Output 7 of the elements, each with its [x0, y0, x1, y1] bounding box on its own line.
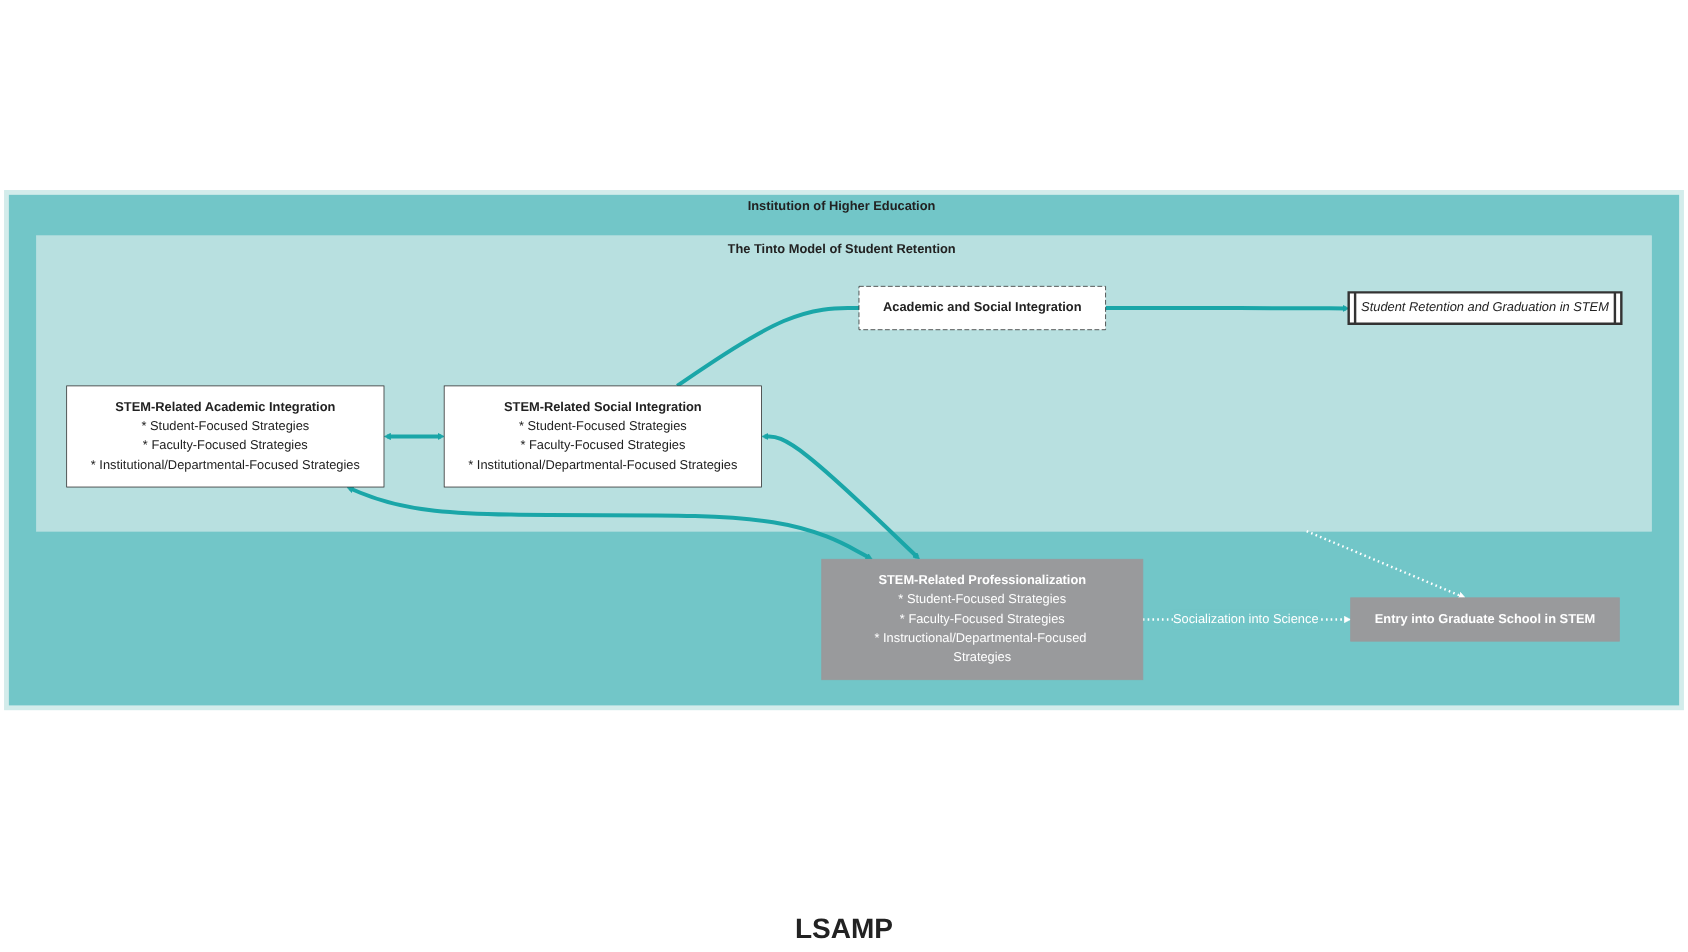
arrow: [384, 432, 445, 440]
arrow: [346, 486, 873, 560]
arrow: [761, 432, 920, 560]
arrow: [1105, 304, 1350, 312]
arrow: [1306, 529, 1466, 599]
connector: [676, 305, 859, 388]
program-label: LSAMP: [795, 912, 893, 944]
